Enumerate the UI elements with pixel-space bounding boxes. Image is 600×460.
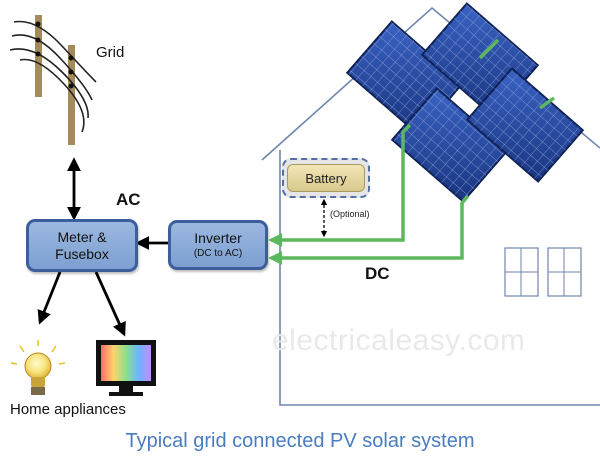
inverter-label: Inverter [194, 230, 242, 246]
dc-wires [268, 38, 556, 265]
connection-arrows [37, 157, 168, 337]
monitor-icon [96, 340, 156, 396]
battery-box: Battery [282, 158, 370, 198]
grid-label: Grid [96, 44, 125, 61]
inverter-sublabel: (DC to AC) [193, 248, 243, 259]
watermark-text: electricaleasy.com [272, 324, 526, 357]
light-bulb-icon [10, 340, 66, 395]
ac-label: AC [116, 190, 141, 209]
optional-label: (Optional) [330, 209, 370, 219]
dc-label: DC [365, 264, 390, 283]
battery-label: Battery [287, 164, 365, 192]
diagram-caption: Typical grid connected PV solar system [125, 430, 475, 452]
solar-panel-icon [345, 2, 585, 203]
home-appliances-label: Home appliances [10, 401, 126, 418]
utility-pole-icon [9, 15, 97, 145]
meter-label-line2: Fusebox [55, 245, 109, 262]
inverter-box: Inverter (DC to AC) [168, 220, 268, 270]
meter-fusebox-box: Meter & Fusebox [26, 219, 138, 272]
meter-label-line1: Meter & [57, 228, 107, 245]
